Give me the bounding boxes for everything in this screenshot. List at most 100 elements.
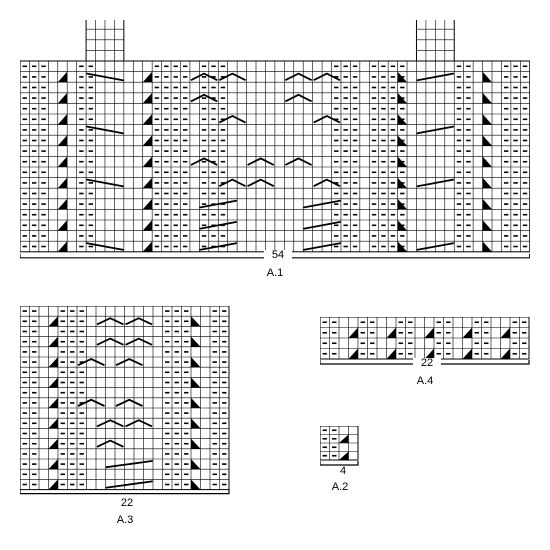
chart-a1-stitch-count: 54 [264, 250, 292, 261]
yarn-over-triangle-symbol [57, 198, 68, 210]
chart-a2 [319, 425, 360, 476]
yarn-over-triangle-symbol [348, 327, 358, 338]
cable-left-symbol [199, 221, 238, 230]
chart-a4-grid [319, 316, 530, 365]
yarn-over-triangle-symbol [142, 71, 153, 83]
yarn-over-triangle-symbol [142, 156, 153, 167]
chart-a3 [19, 305, 230, 502]
cable-chevron-symbol [115, 358, 143, 367]
stitch-grid [19, 18, 531, 259]
cable-chevron-symbol [125, 419, 153, 428]
yarn-over-triangle-symbol [424, 348, 434, 359]
yarn-over-triangle-symbol [500, 327, 510, 338]
cable-chevron-symbol [96, 439, 124, 448]
cable-chevron-symbol [284, 157, 313, 166]
cable-left-symbol [199, 199, 238, 209]
yarn-over-triangle-symbol [57, 71, 68, 83]
cable-chevron-symbol [77, 358, 105, 367]
cable-left-symbol [199, 242, 238, 251]
cable-chevron-symbol [218, 114, 246, 124]
cable-chevron-symbol [284, 72, 313, 82]
yarn-over-triangle-symbol [191, 438, 201, 449]
cable-chevron-symbol [247, 157, 275, 166]
yarn-over-triangle-symbol [482, 156, 492, 167]
chart-a1-grid [19, 18, 531, 259]
cable-chevron-symbol [190, 93, 218, 103]
yarn-over-triangle-symbol [424, 327, 434, 338]
cable-left-symbol [416, 72, 455, 82]
yarn-over-triangle-symbol [339, 434, 349, 443]
stitch-grid [319, 316, 530, 365]
yarn-over-triangle-symbol [142, 220, 153, 231]
cable-chevron-symbol [125, 337, 153, 346]
yarn-over-triangle-symbol [397, 156, 408, 167]
chart-a2-stitch-count: 4 [333, 466, 353, 477]
stitch-grid [319, 425, 359, 466]
yarn-over-triangle-symbol [57, 220, 68, 231]
yarn-over-triangle-symbol [482, 241, 492, 252]
yarn-over-triangle-symbol [142, 198, 153, 210]
yarn-over-triangle-symbol [397, 114, 408, 125]
yarn-over-triangle-symbol [48, 397, 58, 408]
cable-chevron-symbol [190, 72, 218, 82]
cable-chevron-symbol [247, 178, 275, 188]
yarn-over-triangle-symbol [142, 177, 153, 189]
cable-right-symbol [86, 178, 124, 188]
yarn-over-triangle-symbol [482, 198, 492, 210]
chart-a2-grid [319, 425, 359, 466]
yarn-over-triangle-symbol [57, 114, 68, 125]
cable-chevron-symbol [77, 398, 105, 407]
yarn-over-triangle-symbol [386, 327, 396, 338]
cable-left-symbol [416, 242, 455, 251]
cable-left-symbol [303, 221, 341, 230]
chart-a3-stitch-count: 22 [113, 498, 141, 509]
cable-right-symbol [86, 242, 124, 251]
yarn-over-triangle-symbol [142, 241, 153, 252]
yarn-over-triangle-symbol [397, 92, 408, 104]
stitch-count-bracket [19, 489, 230, 495]
yarn-over-triangle-symbol [482, 135, 492, 146]
cable-left-symbol [105, 460, 153, 469]
cable-chevron-symbol [284, 93, 313, 103]
yarn-over-triangle-symbol [397, 198, 408, 210]
chart-a1 [19, 18, 531, 265]
yarn-over-triangle-symbol [397, 71, 408, 83]
cable-right-symbol [86, 125, 124, 135]
cable-chevron-symbol [115, 398, 143, 407]
yarn-over-triangle-symbol [397, 241, 408, 252]
cable-chevron-symbol [96, 419, 124, 428]
yarn-over-triangle-symbol [57, 156, 68, 167]
yarn-over-triangle-symbol [482, 92, 492, 104]
cable-chevron-symbol [313, 72, 341, 82]
chart-a1-name: A.1 [266, 267, 284, 279]
chart-a3-grid [19, 305, 230, 495]
yarn-over-triangle-symbol [482, 220, 492, 231]
cable-chevron-symbol [218, 178, 246, 188]
cable-left-symbol [303, 242, 341, 251]
yarn-over-triangle-symbol [462, 348, 472, 359]
yarn-over-triangle-symbol [482, 177, 492, 189]
chart-a4 [319, 316, 530, 367]
yarn-over-triangle-symbol [397, 177, 408, 189]
yarn-over-triangle-symbol [142, 114, 153, 125]
cable-chevron-symbol [313, 178, 341, 188]
yarn-over-triangle-symbol [482, 114, 492, 125]
cable-left-symbol [303, 199, 341, 209]
yarn-over-triangle-symbol [57, 241, 68, 252]
chart-a4-name: A.4 [416, 375, 434, 387]
stitch-grid [19, 305, 230, 495]
cable-chevron-symbol [96, 317, 124, 326]
yarn-over-triangle-symbol [348, 348, 358, 359]
cable-chevron-symbol [190, 157, 218, 166]
cable-right-symbol [86, 72, 124, 82]
yarn-over-triangle-symbol [48, 438, 58, 449]
yarn-over-triangle-symbol [397, 220, 408, 231]
yarn-over-triangle-symbol [57, 92, 68, 104]
cable-chevron-symbol [125, 317, 153, 326]
yarn-over-triangle-symbol [482, 71, 492, 83]
chart-a3-name: A.3 [116, 514, 134, 526]
chart-a4-stitch-count: 22 [413, 358, 441, 369]
yarn-over-triangle-symbol [57, 177, 68, 189]
yarn-over-triangle-symbol [386, 348, 396, 359]
